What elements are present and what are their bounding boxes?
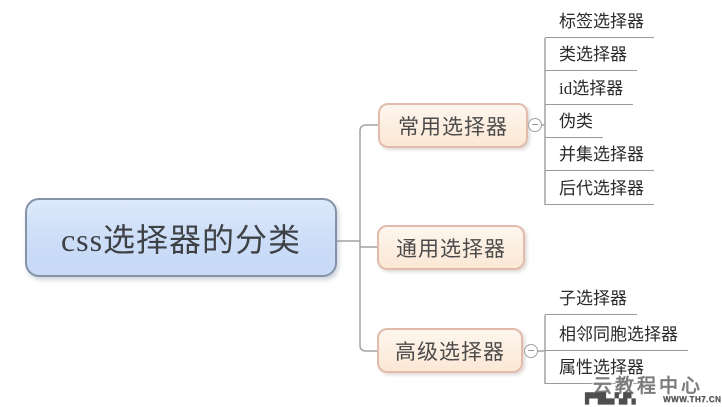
leaf-node-descendant-selector[interactable]: 后代选择器 [545,176,654,205]
watermark-logo-icon: ▛▜▙▞▟▚ [585,392,636,405]
branch-node-common-selectors[interactable]: 常用选择器 [378,103,528,148]
root-node-label: css选择器的分类 [60,221,302,258]
branch-node-advanced-selectors[interactable]: 高级选择器 [377,328,523,373]
branch-node-label: 通用选择器 [396,236,506,261]
leaf-node-class-selector[interactable]: 类选择器 [545,42,637,71]
leaf-node-id-selector[interactable]: id选择器 [545,76,634,105]
leaf-node-union-selector[interactable]: 并集选择器 [545,142,654,171]
leaf-node-pseudo-class[interactable]: 伪类 [545,109,603,138]
branch-node-universal-selector[interactable]: 通用选择器 [377,225,525,270]
branch-node-label: 高级选择器 [395,339,505,364]
leaf-node-child-selector[interactable]: 子选择器 [545,286,637,315]
leaf-node-tag-selector[interactable]: 标签选择器 [545,9,654,38]
watermark-site-url: WWW.TH7.CN [663,395,722,404]
root-node-css-selector-classification[interactable]: css选择器的分类 [25,198,337,277]
leaf-node-adjacent-sibling-selector[interactable]: 相邻同胞选择器 [545,322,688,351]
left-trunk-line [359,124,378,352]
watermark-text: 云教程中心 [593,376,704,397]
collapse-toggle-common-selectors[interactable]: − [528,118,542,132]
leaf-node-attribute-selector[interactable]: 属性选择器 [545,355,654,384]
collapse-toggle-advanced-selectors[interactable]: − [524,344,538,358]
branch-node-label: 常用选择器 [398,114,508,139]
